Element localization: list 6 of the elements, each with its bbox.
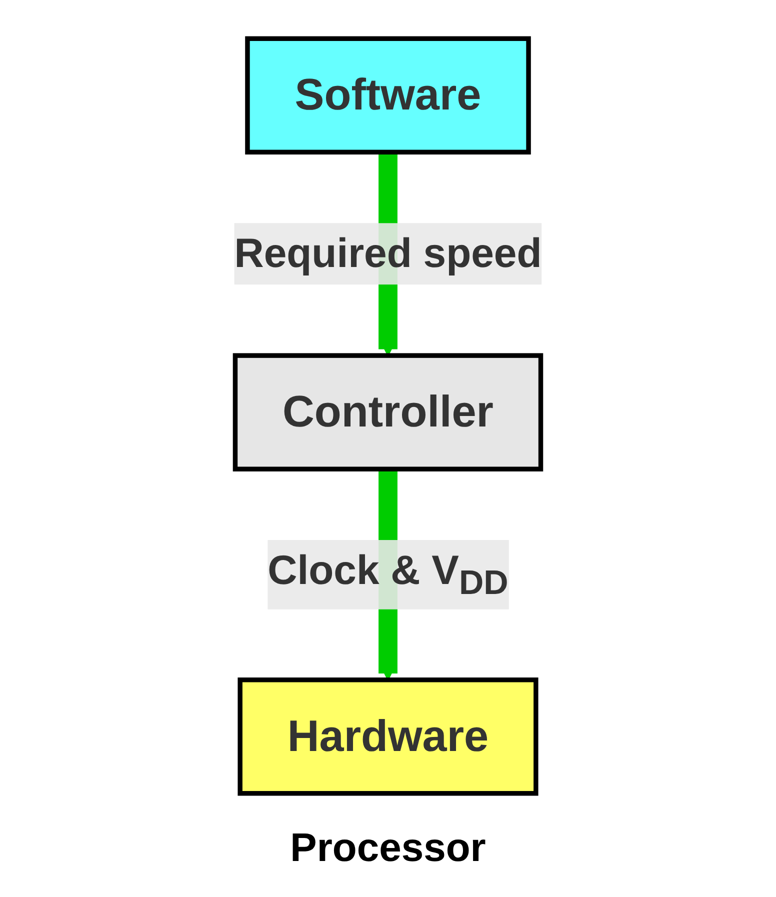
edge-label: Required speed (234, 229, 542, 277)
edge-label: Clock & V$_{DD}$ (268, 546, 508, 602)
node-box: Hardware (238, 678, 538, 796)
node-box: Software (245, 36, 531, 154)
node-box: Controller (232, 353, 544, 472)
group-caption: Processor (290, 826, 486, 871)
